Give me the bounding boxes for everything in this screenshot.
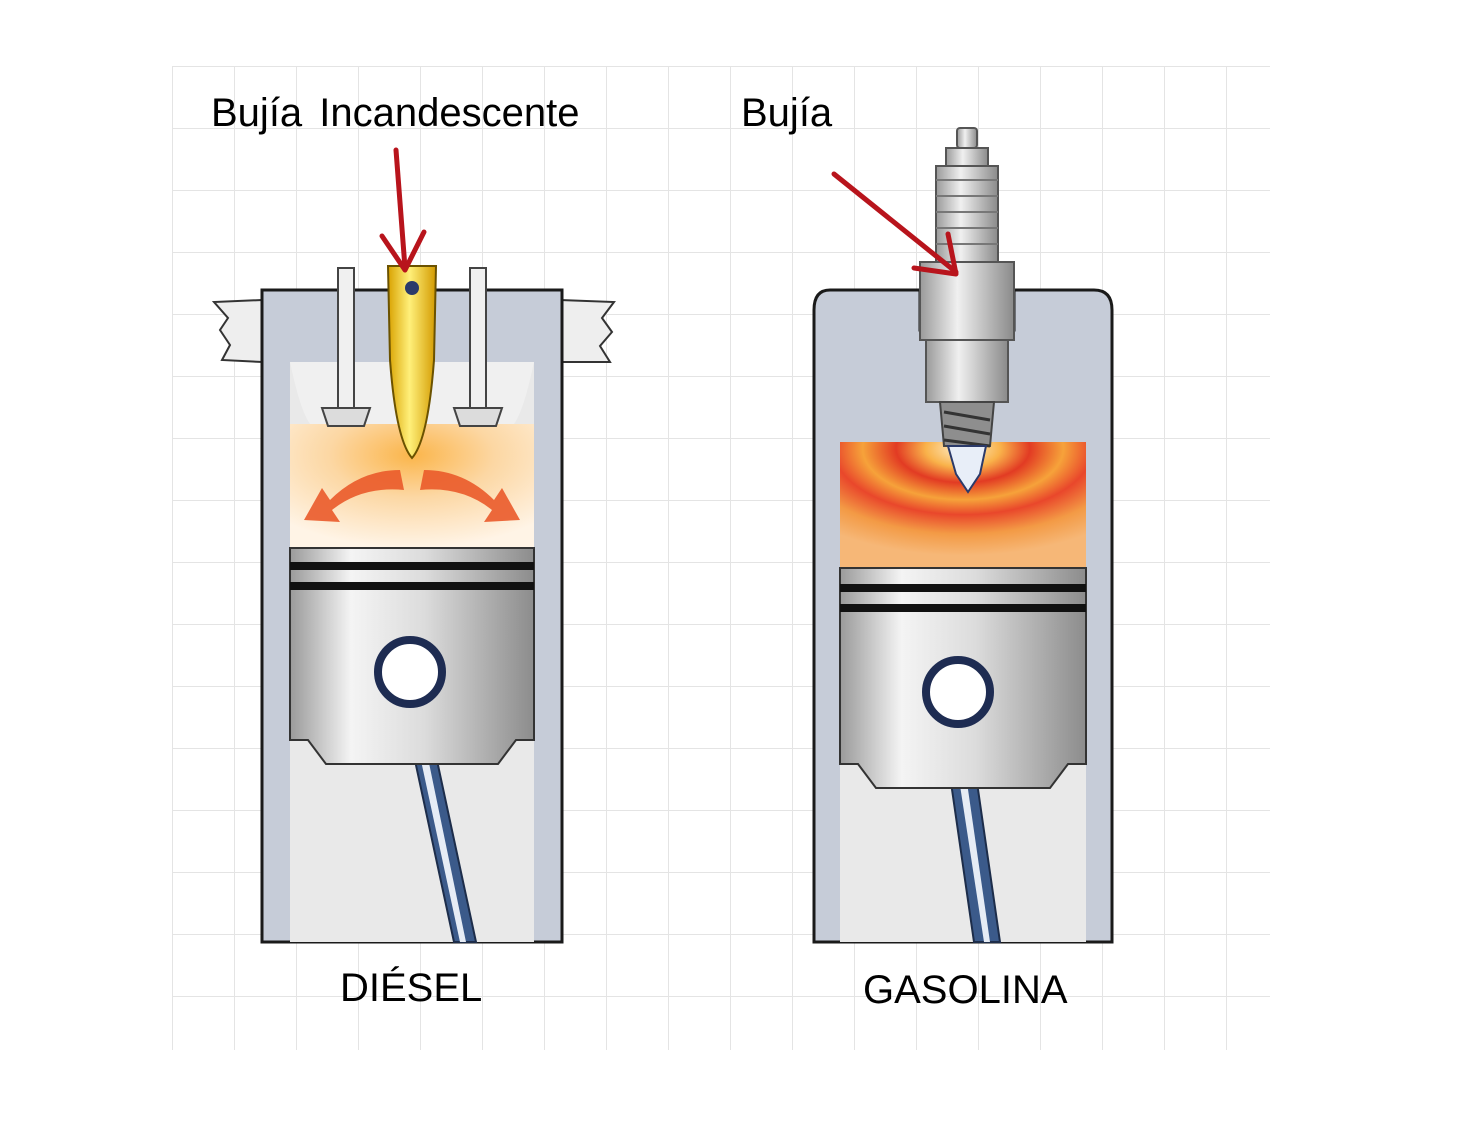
cylinder-head-right: [559, 298, 616, 363]
diesel-cylinder: [211, 265, 616, 944]
diesel-label: DIÉSEL: [340, 966, 483, 1010]
flame-arrow-right: [420, 470, 520, 522]
glow-plug-icon: [386, 265, 438, 460]
arrow-icon: [831, 171, 959, 277]
spark-plug-label: Bujía: [741, 91, 833, 135]
exhaust-valve: [452, 267, 504, 427]
diesel-piston: [289, 547, 535, 765]
spark-plug-icon: [919, 127, 1015, 494]
gasoline-piston: [839, 567, 1087, 789]
flame-arrow-left: [304, 470, 404, 522]
gasoline-label: GASOLINA: [863, 968, 1068, 1012]
cylinder-head-left: [211, 298, 263, 364]
intake-valve: [320, 267, 372, 427]
glow-plug-label: Bujía Incandescente: [211, 91, 580, 135]
gasoline-cylinder: [812, 127, 1114, 944]
arrow-icon: [379, 147, 427, 273]
